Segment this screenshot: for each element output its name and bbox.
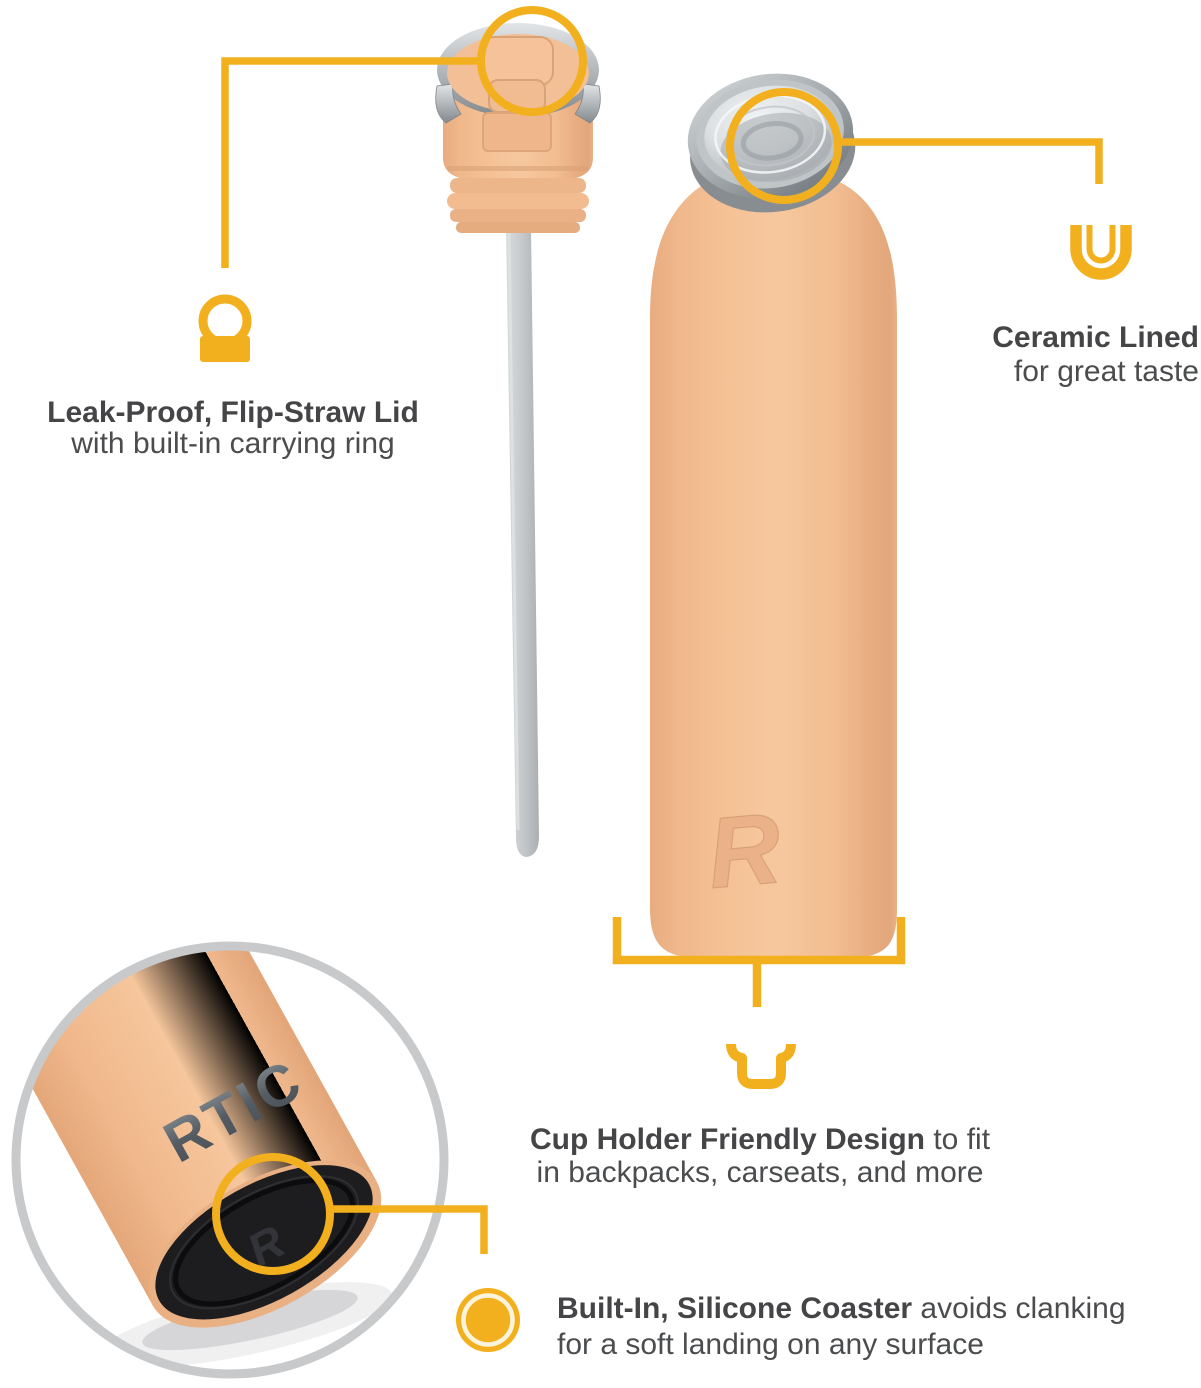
silicone-coaster <box>155 1165 373 1320</box>
ceramic-lining-icon <box>1070 225 1132 280</box>
inset-ring <box>11 941 449 1379</box>
bottle-embossed-logo: R <box>703 792 785 910</box>
ceramic-highlight-circle <box>726 88 842 204</box>
cup-holder-icon <box>726 1043 796 1089</box>
coaster-line2: for a soft landing on any surface <box>557 1328 984 1361</box>
lock-ring-icon <box>198 294 252 362</box>
straw <box>506 227 539 857</box>
bottle-body <box>650 168 897 958</box>
lid-callout-text: Leak-Proof, Flip-Straw Lid with built-in… <box>30 397 436 459</box>
lid-highlight-circle <box>477 6 587 116</box>
ceramic-title: Ceramic Lined <box>992 321 1199 354</box>
ceramic-callout-line <box>838 138 1103 184</box>
bottle-photo: R <box>650 73 897 958</box>
ceramic-subtitle: for great taste <box>1013 355 1199 388</box>
coaster-highlight-circle <box>212 1153 334 1275</box>
coaster-callout-text: Built-In, Silicone Coaster avoids clanki… <box>557 1291 1197 1363</box>
coaster-callout-line <box>330 1205 488 1254</box>
coaster-title: Built-In, Silicone Coaster avoids clanki… <box>557 1292 1126 1325</box>
lid-callout-line <box>221 57 480 268</box>
cup-holder-callout-text: Cup Holder Friendly Design to fit in bac… <box>458 1123 1062 1189</box>
cup-holder-bracket <box>612 917 906 1007</box>
lid-title: Leak-Proof, Flip-Straw Lid <box>47 396 419 429</box>
bottle-mouth <box>687 73 856 213</box>
ceramic-callout-text: Ceramic Lined for great taste <box>859 321 1199 389</box>
cup-holder-title: Cup Holder Friendly Design to fit <box>529 1123 991 1156</box>
flip-straw-lid-photo <box>435 23 601 857</box>
cup-holder-line2: in backpacks, carseats, and more <box>536 1156 984 1189</box>
lid-subtitle: with built-in carrying ring <box>71 427 395 460</box>
coaster-icon <box>456 1288 520 1352</box>
coaster-inset-photo: R RTIC <box>11 941 449 1379</box>
